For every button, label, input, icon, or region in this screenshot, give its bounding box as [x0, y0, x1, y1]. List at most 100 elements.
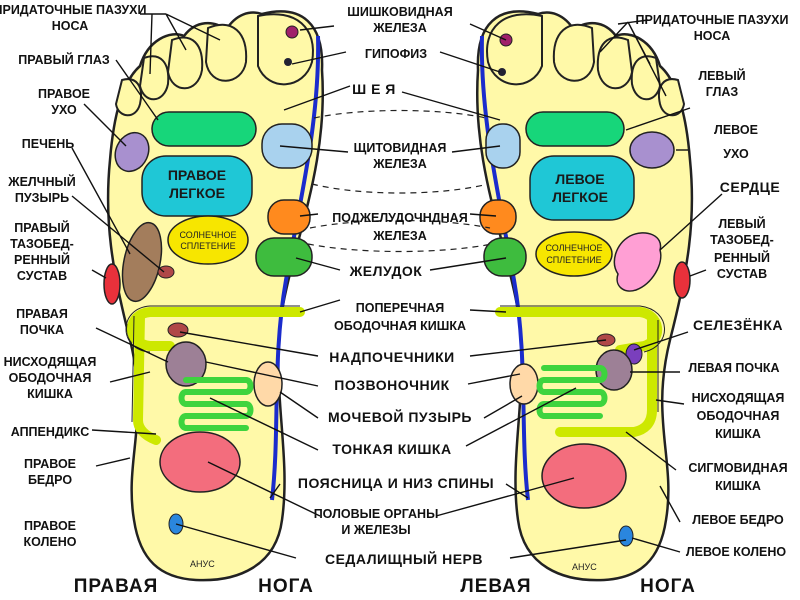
label-right-hip-1: ПРАВЫЙ [14, 220, 70, 235]
right-bladder-zone [253, 361, 283, 407]
label-pineal-1: ШИШКОВИДНАЯ [347, 5, 452, 19]
left-lung-label-2: ЛЕГКОЕ [552, 189, 608, 205]
label-left-sinuses-1: ПРИДАТОЧНЫЕ ПАЗУХИ [636, 13, 789, 27]
left-heart-zone [613, 232, 662, 292]
footer-right-leg: НОГА [258, 576, 314, 597]
left-colon [495, 307, 663, 437]
right-small-intestine-bends [178, 377, 254, 431]
label-pineal-2: ЖЕЛЕЗА [372, 21, 427, 35]
label-small-intestine: ТОНКАЯ КИШКА [332, 441, 451, 457]
left-small-intestine [541, 365, 603, 419]
left-genitals-zone [541, 443, 627, 509]
right-ear-zone [114, 131, 150, 173]
right-toe-5 [114, 78, 142, 117]
label-right-hip-3: РЕННЫЙ [14, 252, 70, 267]
label-left-eye-2: ГЛАЗ [706, 85, 739, 99]
label-transverse-colon-2: ОБОДОЧНАЯ КИШКА [334, 319, 466, 333]
label-left-hip-2: ТАЗОБЕД- [710, 233, 774, 247]
footer-left: ЛЕВАЯ [460, 576, 531, 597]
left-pituitary-dot [498, 68, 506, 76]
label-right-ear-2: УХО [51, 103, 77, 117]
left-eye-zone [525, 111, 625, 147]
right-hip-zone [103, 263, 121, 305]
right-genitals-zone [159, 431, 241, 493]
label-sigmoid-2: КИШКА [715, 479, 761, 493]
label-right-thigh-2: БЕДРО [28, 473, 72, 487]
footer-titles: ПРАВАЯ НОГА ЛЕВАЯ НОГА [74, 576, 696, 597]
left-solar-label-1: СОЛНЕЧНОЕ [545, 243, 602, 253]
left-lung-zone [529, 155, 635, 221]
left-knee-dot [618, 525, 634, 547]
left-lung-label-1: ЛЕВОЕ [555, 171, 604, 187]
label-spine: ПОЗВОНОЧНИК [334, 377, 449, 393]
label-right-thigh-1: ПРАВОЕ [24, 457, 76, 471]
footer-right: ПРАВАЯ [74, 576, 159, 597]
right-toe-3 [166, 36, 204, 90]
left-solar-plexus-zone [535, 231, 613, 277]
label-right-sinuses-1: ПРИДАТОЧНЫЕ ПАЗУХИ [0, 3, 147, 17]
label-heart: СЕРДЦЕ [720, 179, 780, 195]
label-bladder: МОЧЕВОЙ ПУЗЫРЬ [328, 408, 472, 425]
label-sigmoid-1: СИГМОВИДНАЯ [688, 461, 787, 475]
left-toe-2 [552, 23, 596, 82]
center-labels: ШИШКОВИДНАЯ ЖЕЛЕЗА ГИПОФИЗ Ш Е Я ЩИТОВИД… [298, 5, 494, 567]
footer-left-leg: НОГА [640, 576, 696, 597]
label-adrenals: НАДПОЧЕЧНИКИ [329, 349, 454, 365]
leader-lines [71, 13, 723, 559]
label-pancreas-2: ЖЕЛЕЗА [372, 229, 427, 243]
left-colon-outline [500, 305, 665, 412]
right-pineal-dot [285, 25, 299, 39]
left-small-intestine-bends [536, 365, 608, 419]
label-right-knee-1: ПРАВОЕ [24, 519, 76, 533]
label-right-knee-2: КОЛЕНО [24, 535, 77, 549]
right-lung-label-2: ЛЕГКОЕ [169, 185, 225, 201]
right-solar-label-2: СПЛЕТЕНИЕ [180, 241, 235, 251]
right-liver-zone [121, 221, 163, 303]
left-bladder-zone [509, 363, 539, 405]
label-transverse-colon-1: ПОПЕРЕЧНАЯ [356, 301, 445, 315]
label-genitals-1: ПОЛОВЫЕ ОРГАНЫ [314, 507, 439, 521]
left-toe-5 [658, 78, 686, 117]
label-stomach: ЖЕЛУДОК [349, 263, 423, 279]
left-hip-zone [673, 261, 691, 299]
right-eye-zone [151, 111, 257, 147]
label-left-ear-1: ЛЕВОЕ [714, 123, 758, 137]
label-right-hip-2: ТАЗОБЕД- [10, 237, 74, 251]
label-left-hip-4: СУСТАВ [717, 267, 767, 281]
right-pancreas-zone [267, 199, 311, 235]
label-left-hip-3: РЕННЫЙ [714, 250, 770, 265]
label-descending-colon-l-2: ОБОДОЧНАЯ [697, 409, 780, 423]
label-appendix: АППЕНДИКС [11, 425, 90, 439]
label-descending-colon-r-1: НИСХОДЯЩАЯ [4, 355, 97, 369]
right-toe-big [257, 13, 314, 86]
left-solar-label-2: СПЛЕТЕНИЕ [546, 255, 601, 265]
label-pancreas-1: ПОДЖЕЛУДОЧНДНАЯ [332, 211, 467, 225]
label-lower-back: ПОЯСНИЦА И НИЗ СПИНЫ [298, 475, 494, 491]
label-right-kidney-2: ПОЧКА [20, 323, 64, 337]
left-foot: АНУС ЛЕВОЕ ЛЕГКОЕ СОЛНЕЧНОЕ СПЛЕТЕНИЕ [476, 10, 694, 582]
label-left-kidney: ЛЕВАЯ ПОЧКА [688, 361, 779, 375]
label-left-eye-1: ЛЕВЫЙ [698, 68, 745, 83]
label-descending-colon-l-3: КИШКА [715, 427, 761, 441]
right-foot: АНУС ПРАВОЕ ЛЕГКОЕ СОЛНЕЧНОЕ СПЛЕТЕНИЕ [103, 10, 324, 582]
right-solar-label-1: СОЛНЕЧНОЕ [179, 230, 236, 240]
label-gallbladder-1: ЖЕЛЧНЫЙ [7, 174, 75, 189]
center-guides [307, 109, 493, 253]
label-descending-colon-l-1: НИСХОДЯЩАЯ [692, 391, 785, 405]
label-left-sinuses-2: НОСА [694, 29, 731, 43]
label-thyroid-2: ЖЕЛЕЗА [372, 157, 427, 171]
label-neck: Ш Е Я [352, 81, 396, 97]
right-solar-plexus-zone [167, 215, 249, 265]
label-left-knee: ЛЕВОЕ КОЛЕНО [686, 545, 787, 559]
left-toe-4 [630, 55, 662, 101]
right-lung-zone [141, 155, 253, 217]
label-left-ear-2: УХО [723, 147, 749, 161]
label-left-hip-1: ЛЕВЫЙ [718, 216, 765, 231]
label-right-eye: ПРАВЫЙ ГЛАЗ [18, 52, 110, 67]
label-pituitary: ГИПОФИЗ [365, 47, 427, 61]
left-pancreas-zone [479, 199, 517, 235]
right-colon [127, 307, 305, 445]
label-right-hip-4: СУСТАВ [17, 269, 67, 283]
right-small-intestine [183, 377, 249, 431]
